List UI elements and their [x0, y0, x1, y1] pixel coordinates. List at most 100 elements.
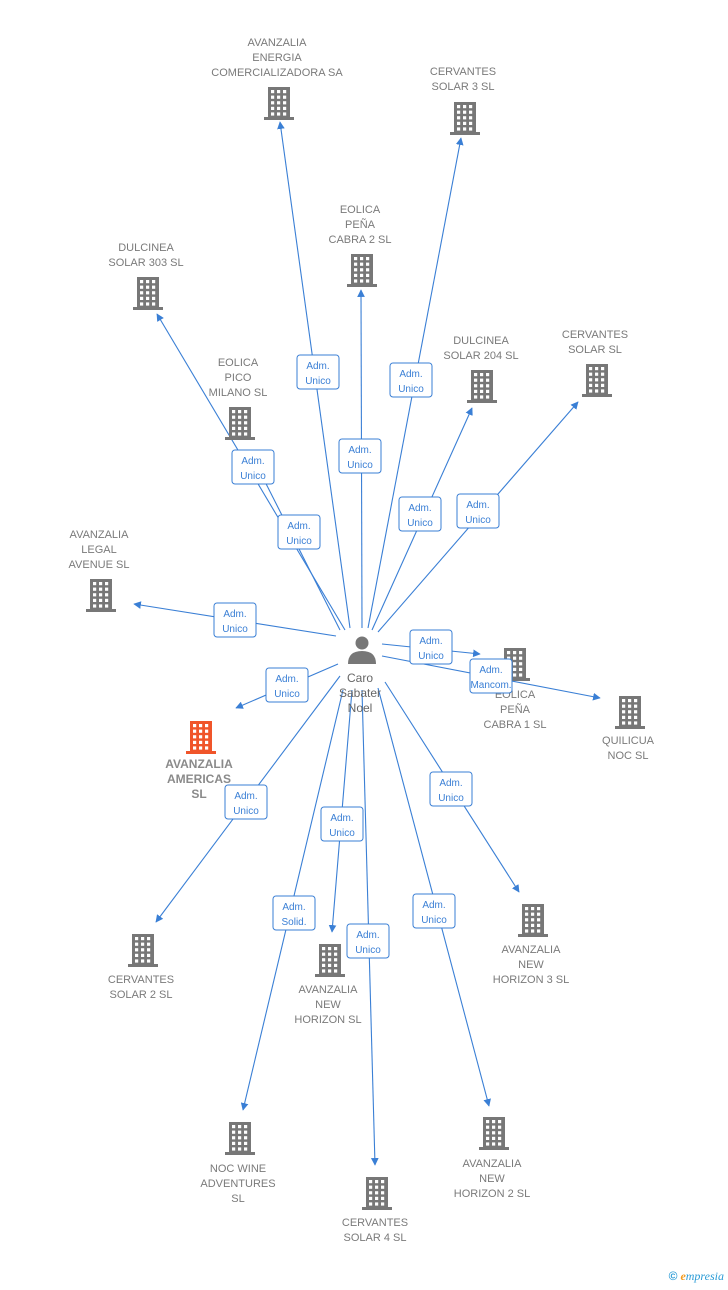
svg-text:Unico: Unico: [398, 384, 424, 395]
svg-text:Adm.: Adm.: [408, 503, 431, 514]
relation-label[interactable]: Adm. Unico: [224, 784, 268, 820]
svg-text:Adm.: Adm.: [306, 361, 329, 372]
svg-text:Adm.: Adm.: [479, 665, 502, 676]
svg-text:Adm.: Adm.: [287, 521, 310, 532]
svg-text:Adm.: Adm.: [348, 445, 371, 456]
relation-label[interactable]: Adm. Unico: [296, 354, 340, 390]
relation-label[interactable]: Adm. Unico: [429, 771, 473, 807]
building-icon: [582, 364, 612, 397]
building-icon: [315, 944, 345, 977]
svg-text:Unico: Unico: [438, 793, 464, 804]
relation-label[interactable]: Adm. Unico: [398, 496, 442, 532]
svg-text:Solid.: Solid.: [281, 917, 306, 928]
relation-label[interactable]: Adm. Solid.: [272, 895, 316, 931]
building-icon: [479, 1117, 509, 1150]
building-icon: [133, 277, 163, 310]
relation-label[interactable]: Adm. Unico: [346, 923, 390, 959]
building-icon: [347, 254, 377, 287]
svg-text:Unico: Unico: [305, 376, 331, 387]
relation-label[interactable]: Adm.Unico: [409, 629, 453, 665]
brand-name: empresia: [680, 1269, 724, 1283]
svg-text:Unico: Unico: [407, 518, 433, 529]
svg-text:Unico: Unico: [222, 624, 248, 635]
svg-text:Adm.: Adm.: [356, 930, 379, 941]
building-icon: [86, 579, 116, 612]
svg-text:Adm.: Adm.: [330, 813, 353, 824]
svg-text:Adm.: Adm.: [439, 778, 462, 789]
relation-label[interactable]: Adm. Unico: [320, 806, 364, 842]
svg-text:Adm.: Adm.: [399, 369, 422, 380]
svg-text:Adm.: Adm.: [422, 900, 445, 911]
svg-text:Unico: Unico: [286, 536, 312, 547]
relation-label[interactable]: Adm.Unico: [456, 493, 500, 529]
svg-text:Adm.: Adm.: [223, 609, 246, 620]
svg-text:Unico: Unico: [233, 806, 259, 817]
building-icon: [615, 696, 645, 729]
svg-text:Unico: Unico: [329, 828, 355, 839]
building-icon: [225, 1122, 255, 1155]
relation-label[interactable]: Adm.Mancom.: [469, 658, 513, 694]
relation-label[interactable]: Adm. Unico: [277, 514, 321, 550]
svg-text:Unico: Unico: [355, 945, 381, 956]
relation-label[interactable]: Adm. Unico: [389, 362, 433, 398]
relation-label[interactable]: Adm. Unico: [213, 602, 257, 638]
svg-text:Adm.: Adm.: [466, 500, 489, 511]
person-icon: [348, 636, 376, 664]
svg-text:Adm.: Adm.: [241, 456, 264, 467]
building-icon: [450, 102, 480, 135]
relation-label[interactable]: Adm. Unico: [412, 893, 456, 929]
svg-text:Adm.: Adm.: [234, 791, 257, 802]
svg-text:Adm.: Adm.: [419, 636, 442, 647]
copyright-symbol: ©: [668, 1269, 678, 1283]
relation-labels-layer: Adm.UnicoAdm.UnicoAdm.UnicoAdm.UnicoAdm.…: [213, 354, 513, 959]
svg-text:Unico: Unico: [421, 915, 447, 926]
brand-logo: ©empresia: [669, 1269, 724, 1284]
relation-label[interactable]: Adm.Unico: [265, 667, 309, 703]
building-icon: [467, 370, 497, 403]
building-icon: [264, 87, 294, 120]
svg-text:Unico: Unico: [347, 460, 373, 471]
building-icon: [225, 407, 255, 440]
building-icon: [518, 904, 548, 937]
svg-text:Adm.: Adm.: [282, 902, 305, 913]
building-icon: [186, 721, 216, 754]
relation-label[interactable]: Adm.Unico: [231, 449, 275, 485]
relation-label[interactable]: Adm. Unico: [338, 438, 382, 474]
building-icon: [128, 934, 158, 967]
